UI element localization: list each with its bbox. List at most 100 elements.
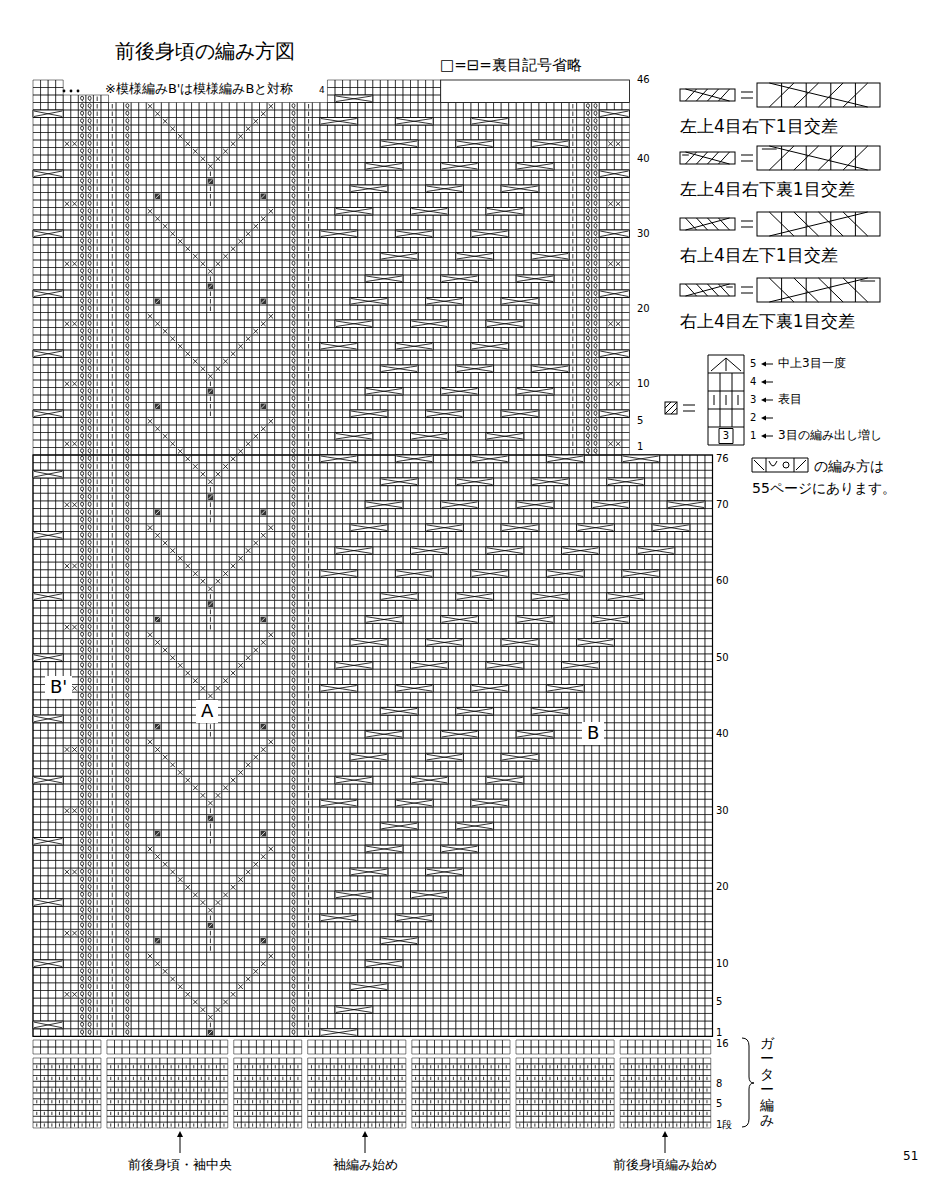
stitch-symbol-loop	[783, 462, 789, 468]
legend-symbol	[680, 212, 880, 236]
pointer-arrow	[180, 1136, 181, 1153]
bobble-symbols	[155, 179, 266, 1036]
chart-frame	[33, 455, 713, 1036]
row-number: 40	[716, 728, 729, 740]
grid-lines	[33, 80, 713, 1128]
equals-sign	[683, 405, 695, 411]
cable-cross-symbols	[33, 95, 705, 1036]
row-number: 60	[716, 575, 729, 587]
row-number: 1	[637, 441, 643, 453]
cable-symbol-box	[757, 83, 880, 107]
arrow-head	[761, 434, 766, 439]
stitch-symbol-sample	[752, 458, 808, 472]
bobble-sample	[665, 402, 677, 414]
row-number: 40	[637, 153, 650, 165]
chart-title: 前後身頃の編み方図	[115, 40, 295, 63]
row-number: 16	[716, 1038, 729, 1050]
row-number: 10	[716, 958, 729, 970]
cable-symbol-lines	[686, 218, 730, 230]
pattern-label: A	[196, 700, 218, 723]
cable-symbol-box	[757, 146, 880, 170]
row-number: 50	[716, 652, 729, 664]
stitch-count: 4	[319, 85, 325, 95]
pattern-label: B'	[45, 676, 72, 699]
arrow-head	[761, 398, 766, 403]
arrow-head	[177, 1131, 183, 1137]
position-label: 袖編み始め	[333, 1158, 398, 1173]
row-number: 76	[716, 453, 729, 465]
cable-symbol-box	[680, 218, 735, 230]
row-number: 1段	[716, 1119, 732, 1131]
legend-text: 右上4目左下裏1目交差	[680, 312, 855, 332]
cable-symbol-box	[757, 212, 880, 236]
bobble-chart	[708, 355, 744, 445]
pointer-arrow	[665, 1136, 666, 1153]
arrow-head	[662, 1131, 668, 1137]
symbol-explanation: 表目	[778, 393, 802, 407]
bobble-hatch	[155, 179, 265, 1035]
row-number: 1	[716, 1027, 722, 1039]
pointer-arrow	[365, 1136, 366, 1153]
cable-symbol-box	[757, 278, 880, 302]
row-number: 70	[716, 499, 729, 511]
legend-text: 左上4目右下裏1目交差	[680, 180, 855, 200]
row-number: 5	[637, 415, 643, 427]
row-number: 5	[716, 996, 722, 1008]
cable-symbol-box	[680, 89, 735, 101]
cable-symbol-lines	[686, 89, 730, 101]
row-number: 30	[716, 805, 729, 817]
arrow-head	[761, 362, 766, 367]
pattern-label: B	[582, 722, 604, 745]
row-number: 5	[716, 1098, 722, 1110]
row-number: 20	[716, 881, 729, 893]
cable-symbol-lines	[686, 284, 733, 296]
arrow-head	[362, 1131, 368, 1137]
row-number: 4	[750, 376, 756, 388]
garter-label: ガーター編み	[760, 1036, 774, 1128]
cable-symbol-lines	[769, 83, 867, 107]
note-text: ※模様編みB'は模様編みBと対称	[105, 82, 293, 97]
legend-text: 左上4目右下1目交差	[680, 117, 838, 137]
row-number: 30	[637, 228, 650, 240]
cable-symbol-lines	[762, 146, 868, 170]
dot-mark	[63, 90, 66, 93]
row-number: 3	[750, 394, 756, 406]
legend-symbol	[680, 278, 880, 302]
row-number: 1	[750, 430, 756, 442]
equals-sign	[741, 221, 753, 227]
legend-text: 右上4目左下1目交差	[680, 246, 838, 266]
arrow-head	[761, 380, 766, 385]
legend-symbol	[680, 83, 880, 107]
blank-box	[441, 80, 630, 103]
legend-symbol	[680, 146, 880, 170]
symbol-note: □=⊟=裏目記号省略	[440, 57, 582, 74]
dot-mark	[77, 90, 80, 93]
cable-symbol-box	[680, 152, 735, 164]
cable-symbol-box	[680, 284, 735, 296]
bobble-sample-hatch	[665, 402, 677, 414]
arrow-head	[761, 416, 766, 421]
position-label: 前後身頃・袖中央	[128, 1158, 232, 1173]
equals-sign	[741, 92, 753, 98]
row-number: 20	[637, 303, 650, 315]
reference-note: の編み方は 55ページにあります。	[752, 455, 927, 500]
symbol-explanation: 3目の編み出し増し	[778, 429, 882, 443]
row-number: 5	[750, 358, 756, 370]
cable-symbol-lines	[769, 212, 867, 236]
symbol-explanation: 中上3目一度	[778, 357, 846, 371]
row-number: 8	[716, 1078, 722, 1090]
row-number: 10	[637, 378, 650, 390]
cable-symbol-lines	[682, 152, 729, 164]
stitch-count: 3	[723, 430, 729, 442]
equals-sign	[741, 287, 753, 293]
row-number: 2	[750, 412, 756, 424]
row-number: 46	[637, 74, 650, 86]
page-number: 51	[903, 1150, 918, 1164]
garter-bracket	[742, 1038, 754, 1127]
position-label: 前後身頃編み始め	[613, 1158, 717, 1173]
stitch-symbols	[34, 96, 707, 1127]
cable-symbol-lines	[769, 278, 875, 302]
equals-sign	[741, 155, 753, 161]
dot-mark	[70, 90, 73, 93]
